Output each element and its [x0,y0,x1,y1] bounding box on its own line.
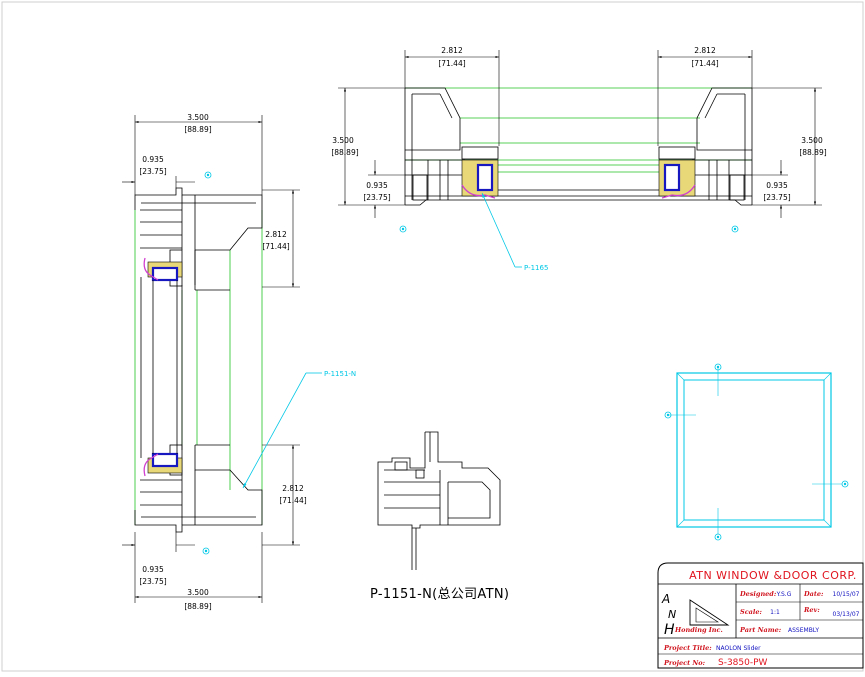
rev-value: 03/13/07 [833,611,860,618]
right-frame-profile [658,87,753,205]
glass-spacer-right [663,163,681,192]
dim-top-width-left: 2.812 [441,46,463,55]
project-title-value: NAOLON Slider [716,645,761,652]
dim-side-top-offset: 0.935 [142,155,164,164]
dim-side-top-offset-mm: [23.75] [139,167,166,176]
dim-side-bottom-width-mm: [88.89] [184,602,211,611]
part-name-value: ASSEMBLY [788,627,819,634]
callout-leader-left [242,372,307,489]
weatherstrip-right [661,184,696,199]
glass-pane [140,277,183,458]
glass-spacer-left [476,163,494,192]
side-section-view: 3.500 [88.89] 0.935 [23.75] 2.812 [71.44… [122,113,356,611]
dim-side-upper-height-mm: [71.44] [262,242,289,251]
dim-side-upper-height: 2.812 [265,230,287,239]
scale-value: 1:1 [770,609,780,616]
dim-top-offset-left-mm: [23.75] [363,193,390,202]
project-no-label: Project No: [663,659,706,667]
dim-top-offset-right-mm: [23.75] [763,193,790,202]
rev-label: Rev: [803,606,820,614]
dim-top-height-right-mm: [88.89] [799,148,826,157]
weatherstrip-lower [143,453,159,477]
glass-spacer-upper [151,266,179,282]
title-block: ATN WINDOW &DOOR CORP. A N H Honding Inc… [657,562,864,669]
dim-top-width-left-mm: [71.44] [438,59,465,68]
dim-top-height-left: 3.500 [332,136,354,145]
scale-label: Scale: [740,608,762,616]
center-marks-elevation [664,363,849,541]
designed-value: Y.S.G [776,591,792,598]
company-name: ATN WINDOW &DOOR CORP. [689,569,857,582]
weatherstrip-upper [143,257,159,281]
callout-leader-top [481,192,516,268]
company-logo: A N H Honding Inc. [661,592,730,638]
svg-text:A: A [661,592,670,606]
dim-side-top-width-mm: [88.89] [184,125,211,134]
glass-spacer-lower [151,452,179,468]
profile-caption: P-1151-N(总公司ATN) [370,587,509,602]
top-section-view: 2.812 [71.44] 2.812 [71.44] 3.500 [88.89… [331,46,826,272]
callout-left-label: P-1151-N [324,370,356,378]
date-value: 10/15/07 [833,591,860,598]
svg-text:N: N [668,608,676,621]
sill-rail [405,165,752,206]
dim-top-height-left-mm: [88.89] [331,148,358,157]
callout-top-label: P-1165 [524,264,548,272]
logo-text: Honding Inc. [674,626,723,634]
dim-side-lower-height-mm: [71.44] [279,496,306,505]
dim-top-width-right-mm: [71.44] [691,59,718,68]
dim-top-width-right: 2.812 [694,46,716,55]
project-title-label: Project Title: [663,644,712,652]
dim-side-bottom-offset: 0.935 [142,565,164,574]
dim-top-offset-left: 0.935 [366,181,388,190]
profile-detail [377,431,501,570]
part-name-label: Part Name: [739,626,782,634]
designed-label: Designed: [739,590,777,598]
date-label: Date: [803,590,824,598]
dim-top-height-right: 3.500 [801,136,823,145]
project-no-value: S-3850-PW [718,658,768,668]
center-marks-side [202,171,212,555]
sill-profile [134,444,263,533]
dim-side-top-width: 3.500 [187,113,209,122]
dim-top-offset-right: 0.935 [766,181,788,190]
head-profile [134,187,263,291]
elevation-view [664,363,849,541]
glazing-guides-side [134,210,263,525]
svg-text:H: H [664,622,675,638]
center-marks-top [399,225,739,233]
dim-side-bottom-offset-mm: [23.75] [139,577,166,586]
dim-side-lower-height: 2.812 [282,484,304,493]
dim-side-bottom-width: 3.500 [187,588,209,597]
glazing-guides-top [405,87,752,173]
left-frame-profile [404,87,499,205]
